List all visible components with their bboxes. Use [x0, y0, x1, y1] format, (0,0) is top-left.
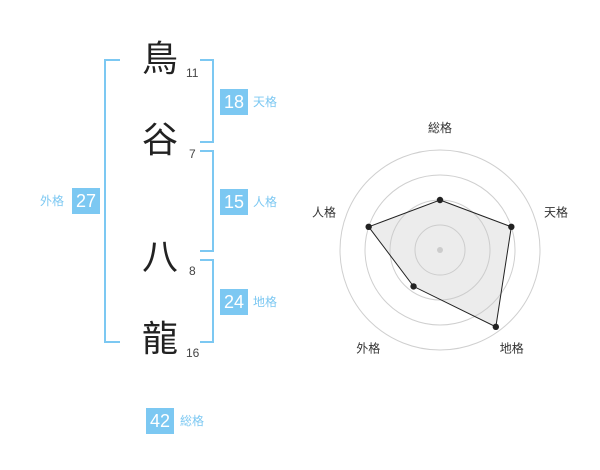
radar-axis-label-4: 外格 — [356, 341, 380, 356]
radar-axis-label-2: 天格 — [544, 204, 568, 219]
jinkaku-value-badge: 15 — [220, 189, 248, 215]
soukaku-value-badge: 42 — [146, 408, 174, 434]
name-char-4: 龍 — [142, 319, 179, 360]
radar-point-1 — [436, 196, 444, 204]
gaikaku-value-badge: 27 — [72, 188, 100, 214]
radar-point-4 — [410, 283, 417, 290]
stroke-count-3: 8 — [189, 264, 196, 278]
chikaku-value-badge: 24 — [220, 289, 248, 315]
radar-ring — [364, 174, 516, 326]
chikaku-bracket — [200, 259, 214, 343]
radar-axis-label-1: 総格 — [428, 120, 452, 135]
chikaku-label: 地格 — [253, 295, 278, 309]
gaikaku-label: 外格 — [40, 194, 65, 208]
radar-center — [437, 247, 443, 253]
name-char-2: 谷 — [142, 120, 179, 161]
name-char-1: 鳥 — [142, 39, 179, 80]
radar-ring — [339, 149, 541, 351]
radar-axis-label-5: 人格 — [312, 204, 336, 219]
radar-point-3 — [492, 323, 500, 331]
radar-ring — [414, 224, 466, 276]
tenkaku-bracket — [200, 59, 214, 143]
stroke-count-2: 7 — [189, 147, 196, 161]
soukaku-label: 総格 — [180, 414, 205, 428]
radar-axis-label-3: 地格 — [500, 341, 524, 356]
name-char-3: 八 — [142, 237, 179, 278]
stroke-count-1: 11 — [186, 66, 199, 80]
gaikaku-bracket — [104, 59, 120, 343]
radar-point-5 — [365, 223, 372, 231]
radar-polygon — [367, 199, 512, 328]
stroke-count-4: 16 — [186, 346, 200, 360]
jinkaku-bracket — [200, 150, 214, 252]
tenkaku-label: 天格 — [253, 95, 278, 109]
tenkaku-value-badge: 18 — [220, 89, 248, 115]
jinkaku-label: 人格 — [253, 195, 278, 209]
radar-point-2 — [508, 223, 515, 231]
